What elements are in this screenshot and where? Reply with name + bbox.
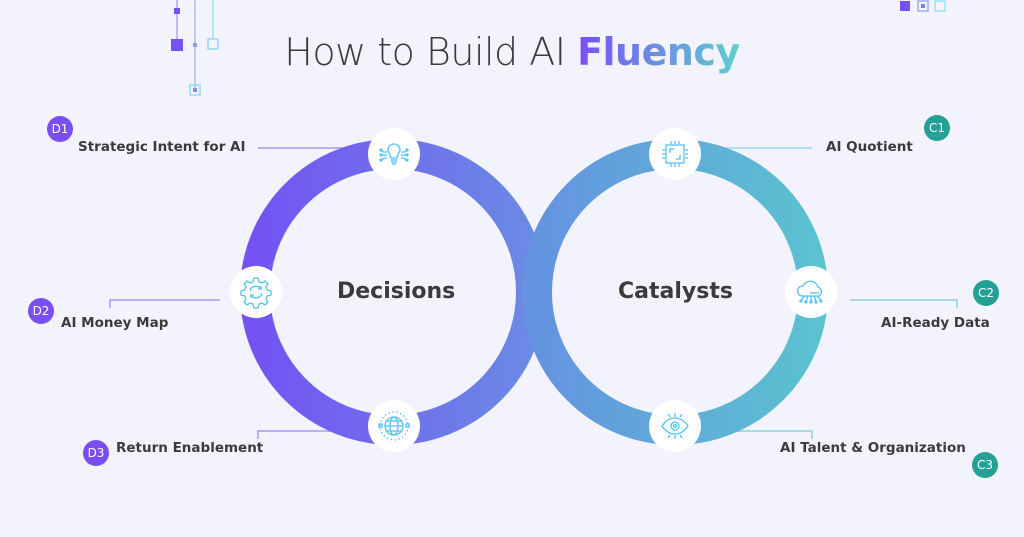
label-ai-ready-data: AI-Ready Data bbox=[881, 315, 990, 331]
globe-icon bbox=[368, 400, 420, 452]
badge-d1: D1 bbox=[47, 116, 73, 142]
cloud-network-icon bbox=[785, 266, 837, 318]
decorative-squares-right bbox=[900, 0, 946, 12]
gear-refresh-icon bbox=[230, 266, 282, 318]
title-prefix: How to Build AI bbox=[284, 30, 566, 74]
badge-c2: C2 bbox=[973, 280, 999, 306]
title-accent: Fluency bbox=[577, 30, 740, 74]
label-ai-quotient: AI Quotient bbox=[826, 139, 913, 155]
lightbulb-icon bbox=[368, 128, 420, 180]
label-return-enablement: Return Enablement bbox=[116, 440, 264, 456]
catalysts-label: Catalysts bbox=[618, 279, 733, 304]
badge-d3: D3 bbox=[83, 440, 109, 466]
label-ai-money-map: AI Money Map bbox=[61, 315, 169, 331]
badge-d2: D2 bbox=[28, 298, 54, 324]
label-ai-talent-organization: AI Talent & Organization bbox=[780, 440, 966, 456]
page-title: How to Build AI Fluency bbox=[0, 30, 1024, 74]
label-strategic-intent: Strategic Intent for AI bbox=[78, 139, 246, 155]
badge-c3: C3 bbox=[972, 452, 998, 478]
decorative-circuit-left bbox=[171, 0, 219, 96]
decisions-label: Decisions bbox=[337, 279, 456, 304]
eye-network-icon bbox=[649, 400, 701, 452]
badge-c1: C1 bbox=[924, 115, 950, 141]
chip-icon bbox=[649, 128, 701, 180]
